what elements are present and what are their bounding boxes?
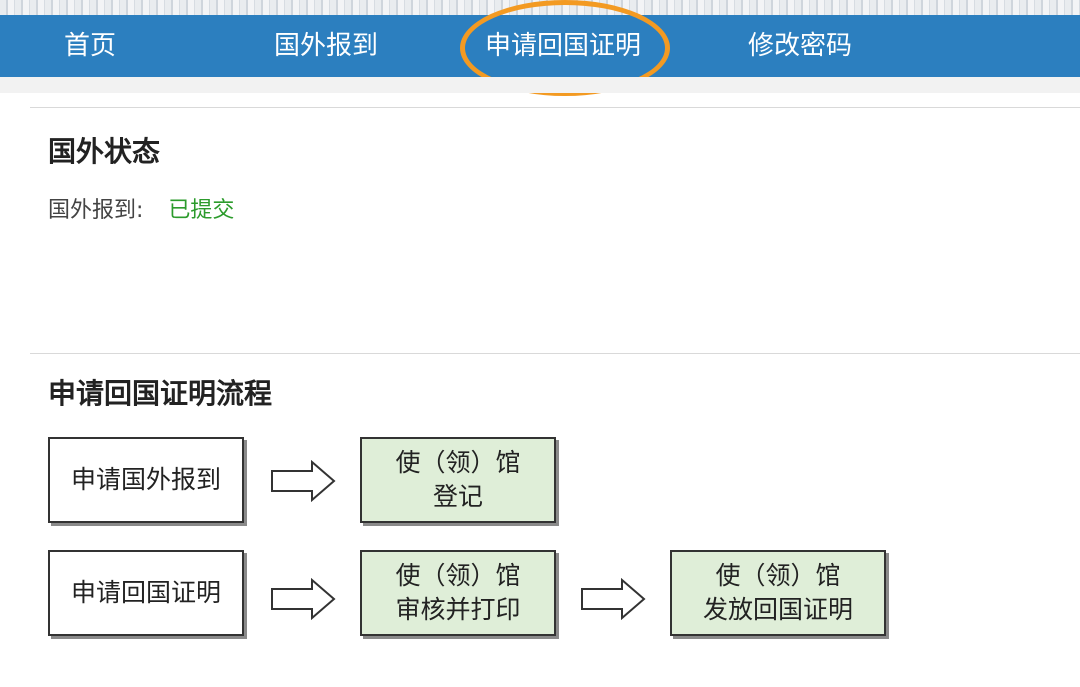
flow-step-line: 发放回国证明 xyxy=(702,595,853,624)
status-label: 国外报到: xyxy=(48,198,144,223)
flow-step-line: 审核并打印 xyxy=(395,595,521,624)
flow-step-embassy-review-print: 使（领）馆 审核并打印 xyxy=(360,550,556,636)
flow-step-apply-return-certificate: 申请回国证明 xyxy=(48,550,244,636)
flow-step-apply-overseas-report: 申请国外报到 xyxy=(48,437,244,523)
nav-highlight-circle xyxy=(460,0,670,96)
status-value: 已提交 xyxy=(168,198,235,223)
flow-step-line: 使（领）馆 xyxy=(395,561,521,590)
status-line: 国外报到: 已提交 xyxy=(48,192,234,224)
flow-arrow-icon xyxy=(271,460,336,502)
flow-step-embassy-issue-certificate: 使（领）馆 发放回国证明 xyxy=(670,550,886,636)
nav-home[interactable]: 首页 xyxy=(64,31,117,61)
nav-shadow-strip xyxy=(0,77,1080,93)
flow-step-label: 申请回国证明 xyxy=(70,578,221,607)
flow-arrow-icon xyxy=(581,578,646,620)
flow-step-label: 申请国外报到 xyxy=(70,465,221,494)
nav-overseas-report[interactable]: 国外报到 xyxy=(274,31,379,61)
status-section-title: 国外状态 xyxy=(48,135,161,168)
divider-middle xyxy=(30,353,1080,354)
flow-step-line: 使（领）馆 xyxy=(715,561,841,590)
flow-step-line: 登记 xyxy=(432,482,483,511)
flow-arrow-icon xyxy=(271,578,336,620)
nav-change-password[interactable]: 修改密码 xyxy=(748,31,853,61)
flow-section-title: 申请回国证明流程 xyxy=(48,377,273,410)
flow-step-line: 使（领）馆 xyxy=(395,448,521,477)
flow-step-embassy-register: 使（领）馆 登记 xyxy=(360,437,556,523)
divider-top xyxy=(30,107,1080,108)
